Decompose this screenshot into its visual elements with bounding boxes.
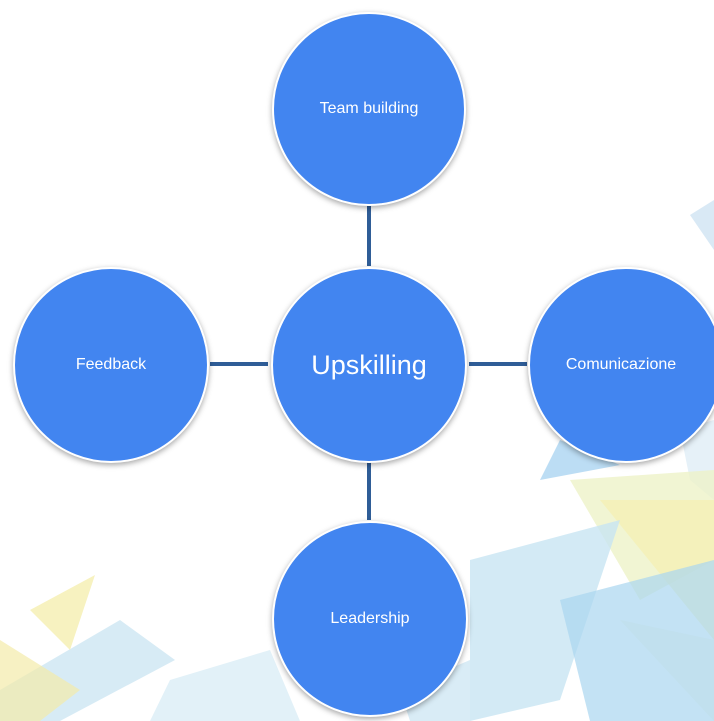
- connector-bottom: [367, 462, 371, 520]
- connector-left: [210, 362, 268, 366]
- node-team-building: Team building: [272, 12, 466, 206]
- node-label: Team building: [319, 100, 419, 117]
- node-label-center: Upskilling: [311, 349, 427, 380]
- connector-right: [469, 362, 527, 366]
- node-leadership: Leadership: [272, 521, 468, 717]
- node-feedback: Feedback: [13, 267, 209, 463]
- node-label: Comunicazione: [565, 356, 677, 373]
- node-comunicazione: Comunicazione: [528, 267, 714, 463]
- node-label: Feedback: [75, 356, 147, 373]
- node-label: Leadership: [330, 610, 410, 627]
- node-upskilling: Upskilling: [271, 267, 467, 463]
- connector-top: [367, 206, 371, 266]
